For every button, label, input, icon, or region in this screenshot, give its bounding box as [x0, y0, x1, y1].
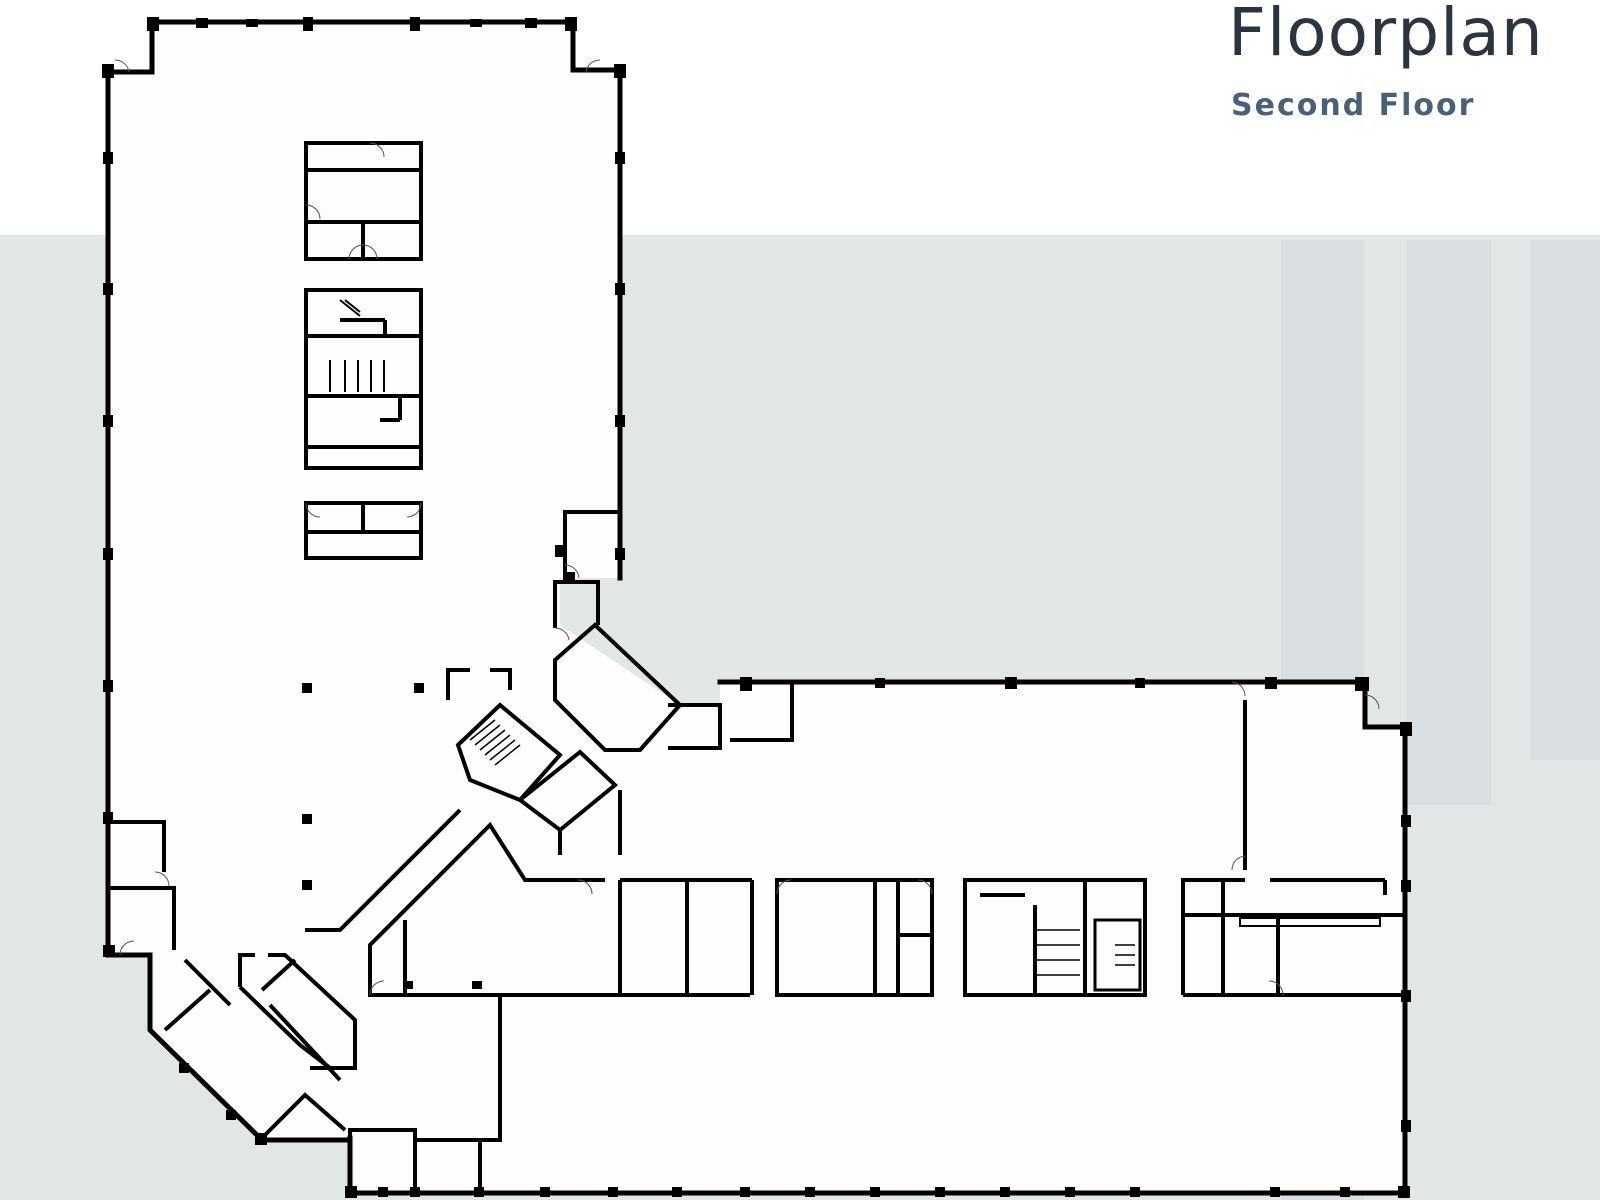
floor-subtitle: Second Floor	[1231, 88, 1476, 123]
background-stripe-3	[1530, 240, 1600, 760]
structural-columns	[102, 17, 1412, 1198]
north-restroom-core	[304, 288, 423, 470]
background-stripe-2	[1407, 240, 1491, 805]
interior-walls	[108, 141, 1405, 1193]
door-swings	[114, 59, 1380, 996]
page-title: Floorplan	[1228, 0, 1544, 71]
floor-area	[108, 22, 1405, 1193]
east-restroom-core	[963, 878, 1147, 997]
